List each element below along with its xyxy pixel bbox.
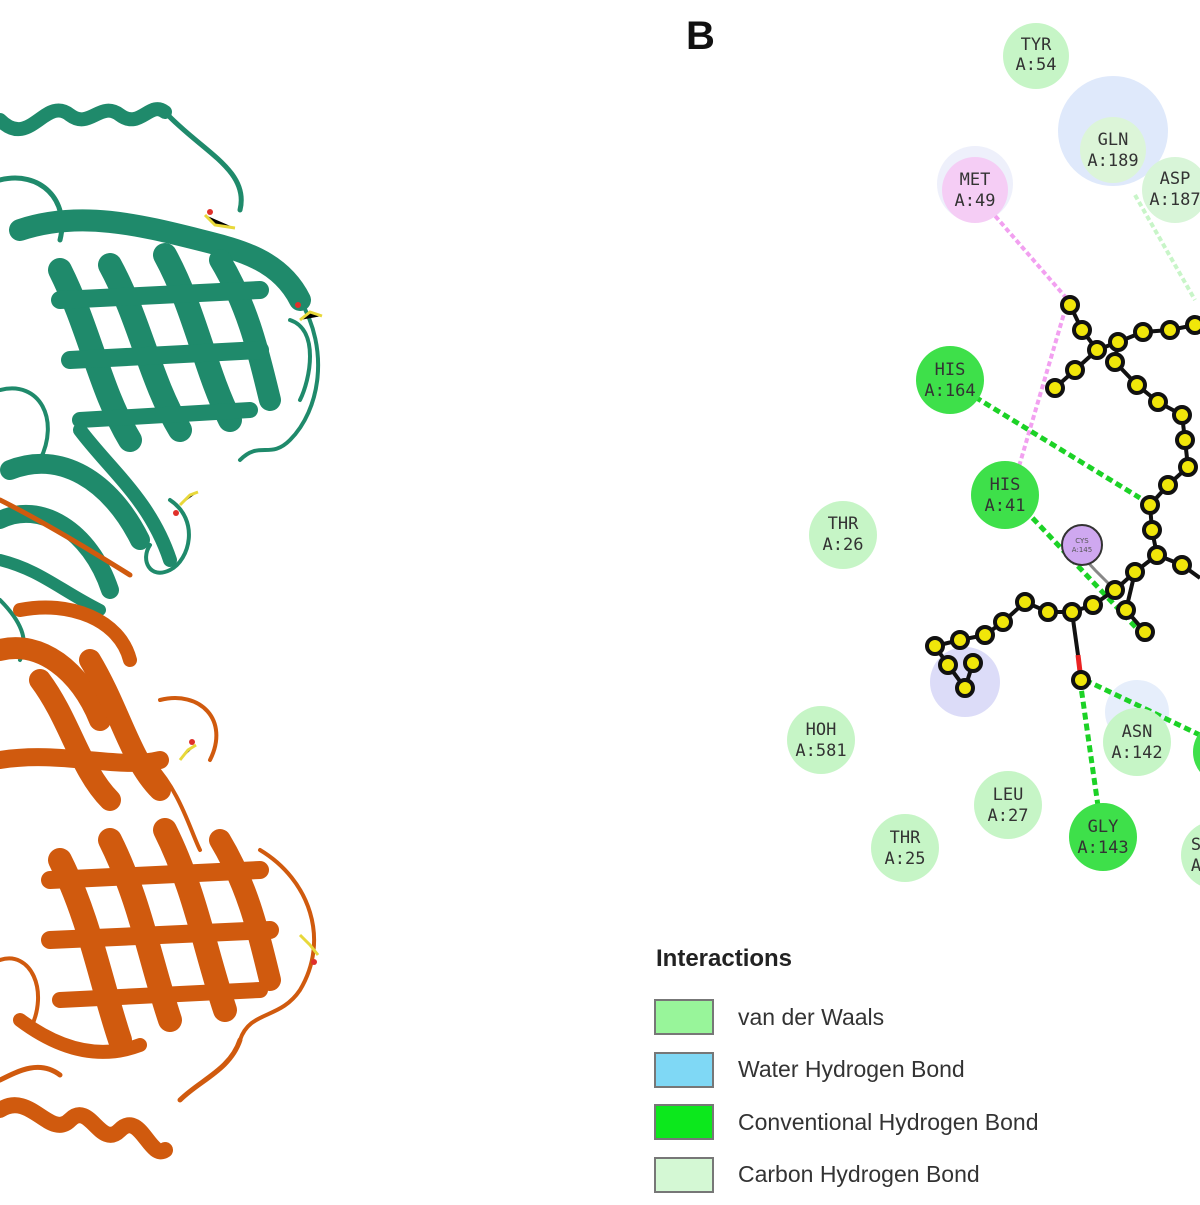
svg-text:GLY: GLY — [1088, 817, 1119, 837]
svg-text:A:49: A:49 — [955, 191, 996, 211]
svg-text:A:164: A:164 — [924, 381, 975, 401]
legend-swatch-water-hbond — [654, 1051, 714, 1088]
interaction-legend: Interactions van der Waals Water Hydroge… — [654, 945, 1200, 1201]
svg-text:ASP: ASP — [1160, 169, 1191, 189]
legend-item: Carbon Hydrogen Bond — [654, 1149, 1200, 1202]
residue-gln-a189: GLN A:189 — [1080, 117, 1146, 183]
svg-text:THR: THR — [890, 828, 921, 848]
legend-item: van der Waals — [654, 991, 1200, 1044]
legend-swatch-carbon-hbond — [654, 1156, 714, 1193]
chain-a-ribbon — [0, 102, 321, 662]
legend-item: Water Hydrogen Bond — [654, 1044, 1200, 1097]
svg-text:HOH: HOH — [806, 720, 837, 740]
interaction-diagram: TYR A:54 GLN A:189 ASP A:187 MET A:49 HI… — [787, 23, 1200, 886]
svg-text:A:143: A:143 — [1077, 838, 1128, 858]
svg-text:THR: THR — [828, 514, 859, 534]
svg-text:S: S — [1191, 835, 1200, 855]
residue-met-a49: MET A:49 — [942, 157, 1008, 223]
legend-label: Carbon Hydrogen Bond — [738, 1161, 980, 1188]
panel-label: B — [686, 14, 715, 58]
legend-title: Interactions — [656, 945, 793, 972]
svg-text:A: A — [1191, 856, 1200, 876]
svg-text:A:189: A:189 — [1087, 151, 1138, 171]
residue-gly-a143: GLY A:143 — [1069, 803, 1137, 871]
surface-sticks — [173, 209, 323, 965]
residue-asn-a142: ASN A:142 — [1103, 708, 1171, 776]
protein-ribbon-structure — [0, 102, 323, 1159]
legend-swatch-vdw — [654, 999, 714, 1036]
residue-his-a41: HIS A:41 — [971, 461, 1039, 529]
residue-thr-a25: THR A:25 — [871, 814, 939, 882]
legend-label: Conventional Hydrogen Bond — [738, 1108, 1039, 1135]
residue-thr-a26: THR A:26 — [809, 501, 877, 569]
svg-text:GLN: GLN — [1098, 130, 1129, 150]
svg-text:A:581: A:581 — [795, 741, 846, 761]
svg-text:TYR: TYR — [1021, 35, 1052, 55]
svg-text:A:41: A:41 — [985, 496, 1026, 516]
svg-text:A:25: A:25 — [885, 849, 926, 869]
legend-label: Water Hydrogen Bond — [738, 1056, 965, 1083]
svg-text:A:145: A:145 — [1072, 546, 1092, 554]
residue-hoh-a581: HOH A:581 — [787, 706, 855, 774]
residue-leu-a27: LEU A:27 — [974, 771, 1042, 839]
svg-text:MET: MET — [960, 170, 991, 190]
residue-tyr-a54: TYR A:54 — [1003, 23, 1069, 89]
svg-text:A:26: A:26 — [823, 535, 864, 555]
svg-text:CYS: CYS — [1075, 537, 1089, 545]
svg-text:LEU: LEU — [993, 785, 1024, 805]
svg-text:HIS: HIS — [935, 360, 966, 380]
svg-text:A:54: A:54 — [1016, 55, 1057, 75]
svg-text:HIS: HIS — [990, 475, 1021, 495]
svg-text:A:27: A:27 — [988, 806, 1029, 826]
residue-cys-a145: CYS A:145 — [1061, 524, 1103, 566]
chain-b-ribbon — [0, 497, 316, 1159]
residue-partial-edge: S A — [1181, 824, 1200, 886]
svg-text:A:187: A:187 — [1149, 190, 1200, 210]
residue-edge-conventional — [1193, 732, 1200, 772]
legend-swatch-conventional-hbond — [654, 1104, 714, 1141]
residue-asp-a187: ASP A:187 — [1142, 157, 1200, 223]
residue-his-a164: HIS A:164 — [916, 346, 984, 414]
svg-text:ASN: ASN — [1122, 722, 1153, 742]
legend-label: van der Waals — [738, 1003, 885, 1030]
svg-text:A:142: A:142 — [1111, 743, 1162, 763]
legend-item: Conventional Hydrogen Bond — [654, 1096, 1200, 1149]
ligand-skeleton — [925, 295, 1200, 698]
